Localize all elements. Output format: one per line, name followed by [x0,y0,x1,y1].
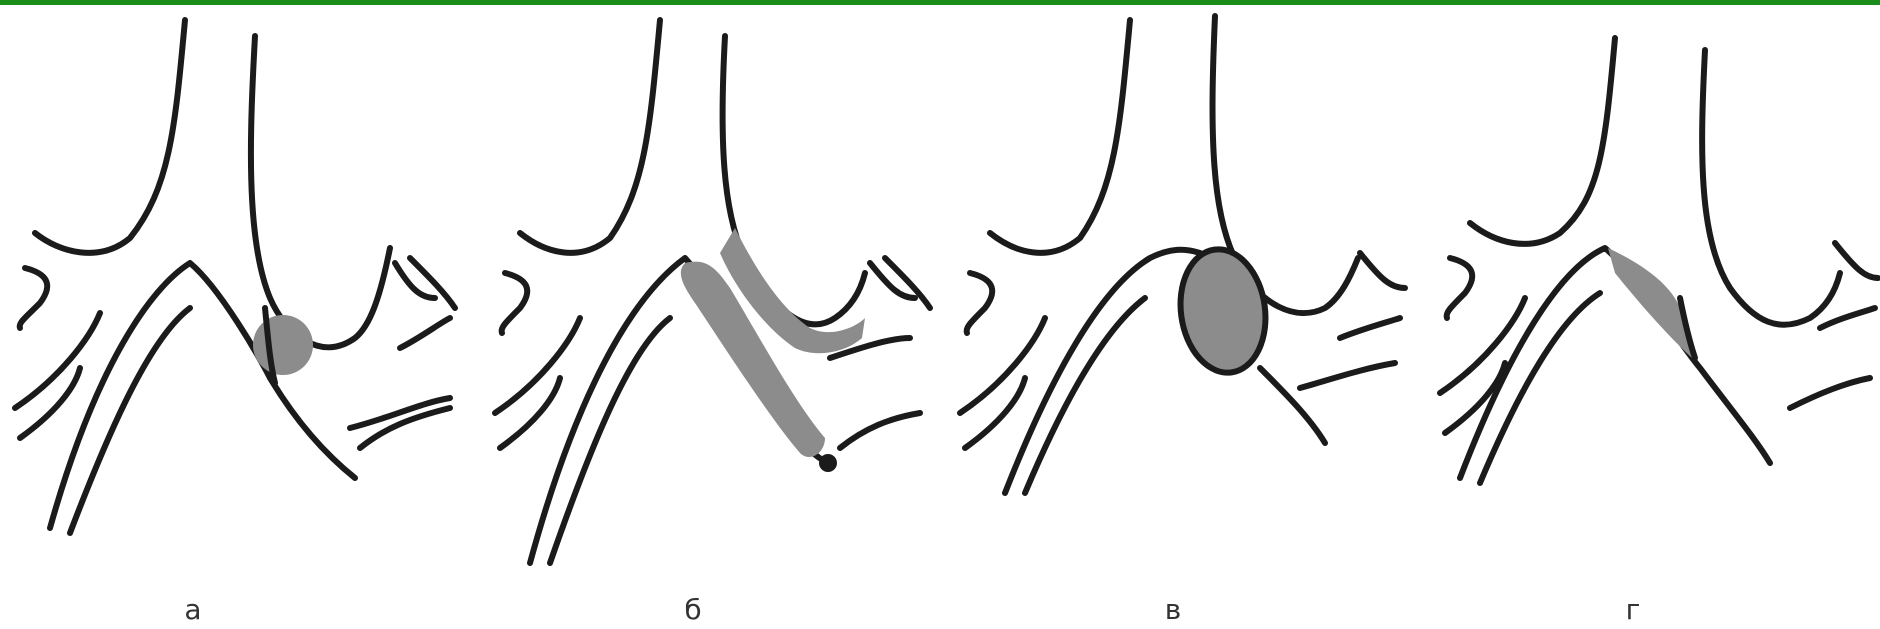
panel-a: а [0,8,470,629]
bronchial-tree-diagram-b [470,8,940,588]
panel-label-d: г [1603,593,1663,626]
panel-label-b: б [663,593,723,626]
panel-b: б [470,8,940,629]
lesion-round-shadow [253,315,313,375]
lesion-oval-mass [1173,244,1273,378]
bronchial-tree-diagram-c [940,8,1410,588]
panel-c: в [940,8,1410,629]
bronchial-tree-diagram-a [0,8,470,588]
panel-d: г [1410,8,1880,629]
lesion-end-dot [819,454,837,472]
top-accent-bar [0,0,1880,5]
panel-label-a: а [163,593,223,626]
bronchial-tree-diagram-d [1410,8,1880,588]
panel-label-c: в [1143,593,1203,626]
